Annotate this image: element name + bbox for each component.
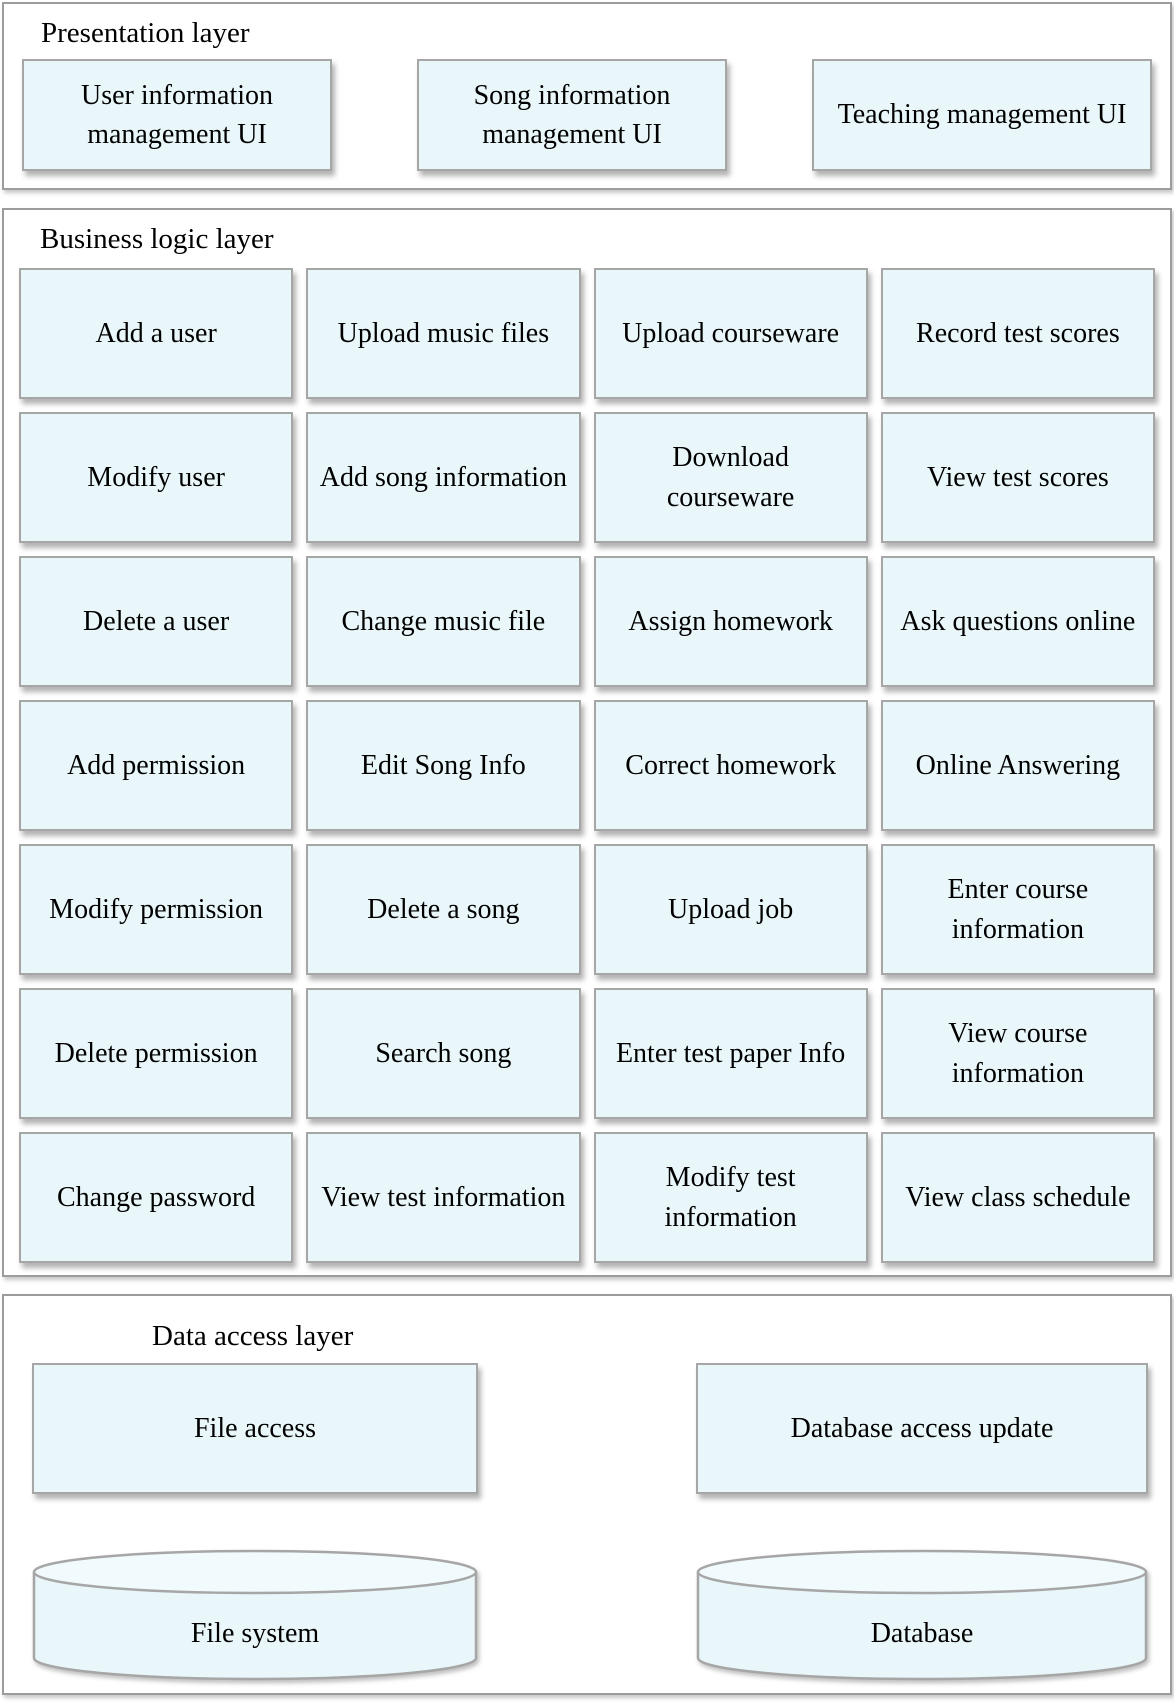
box-change-password: Change password [19,1132,294,1263]
database-cylinder: Database [696,1548,1148,1683]
box-download-courseware: Download courseware [593,412,868,543]
box-enter-course-information: Enter course information [880,844,1155,975]
presentation-layer-panel: Presentation layer User information mana… [2,2,1172,190]
box-ask-questions-online: Ask questions online [880,556,1155,687]
box-view-test-scores: View test scores [880,412,1155,543]
box-teaching-management-ui: Teaching management UI [812,59,1152,171]
box-user-information-management-ui: User information management UI [22,59,332,171]
box-song-information-management-ui: Song information management UI [417,59,727,171]
box-view-test-information: View test information [306,1132,581,1263]
box-delete-a-user: Delete a user [19,556,294,687]
box-database-access-update: Database access update [696,1363,1148,1494]
file-system-cylinder: File system [32,1548,478,1683]
box-file-access: File access [32,1363,478,1494]
data-access-layer-panel: Data access layer File access Database a… [2,1294,1172,1695]
box-online-answering: Online Answering [880,700,1155,831]
data-access-layer-title: Data access layer [152,1320,354,1352]
data-access-boxes-row: File access Database access update [4,1353,1170,1494]
box-view-course-information: View course information [880,988,1155,1119]
box-add-a-user: Add a user [19,268,294,399]
file-system-label: File system [190,1617,320,1649]
box-delete-permission: Delete permission [19,988,294,1119]
box-modify-test-information: Modify test information [593,1132,868,1263]
box-enter-test-paper-info: Enter test paper Info [593,988,868,1119]
storage-cylinders-row: File system Database [4,1494,1170,1683]
business-logic-layer-panel: Business logic layer Add a user Upload m… [2,208,1172,1277]
box-upload-job: Upload job [593,844,868,975]
presentation-layer-title: Presentation layer [41,17,250,49]
box-modify-user: Modify user [19,412,294,543]
box-modify-permission: Modify permission [19,844,294,975]
cylinder-shape-icon [32,1549,478,1681]
box-record-test-scores: Record test scores [880,268,1155,399]
cylinder-shape-icon [696,1549,1148,1681]
box-change-music-file: Change music file [306,556,581,687]
box-edit-song-info: Edit Song Info [306,700,581,831]
box-correct-homework: Correct homework [593,700,868,831]
presentation-boxes-row: User information management UI Song info… [4,50,1170,171]
box-search-song: Search song [306,988,581,1119]
box-assign-homework: Assign homework [593,556,868,687]
box-upload-courseware: Upload courseware [593,268,868,399]
box-add-permission: Add permission [19,700,294,831]
business-logic-grid: Add a user Upload music files Upload cou… [4,256,1170,1263]
box-delete-a-song: Delete a song [306,844,581,975]
box-upload-music-files: Upload music files [306,268,581,399]
box-add-song-information: Add song information [306,412,581,543]
box-view-class-schedule: View class schedule [880,1132,1155,1263]
business-logic-layer-title: Business logic layer [40,223,274,255]
database-label: Database [870,1617,974,1649]
